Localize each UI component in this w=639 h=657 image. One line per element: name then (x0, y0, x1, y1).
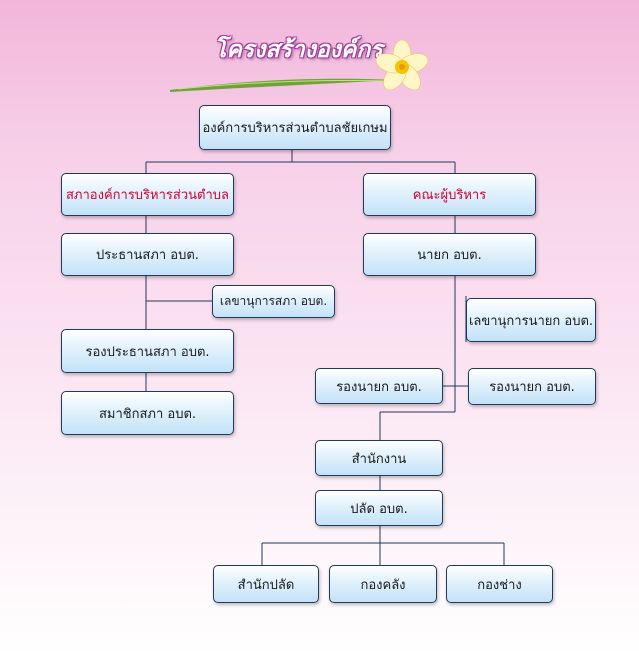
node-deputy-mayor-1: รองนายก อบต. (315, 368, 443, 404)
node-mayor: นายก อบต. (363, 233, 536, 276)
node-finance-division: กองคลัง (329, 565, 437, 603)
node-executive: คณะผู้บริหาร (363, 173, 536, 216)
node-engineering-division: กองช่าง (446, 565, 553, 603)
node-office: สำนักงาน (315, 440, 443, 476)
node-council-member: สมาชิกสภา อบต. (61, 391, 234, 435)
leaf-stroke-decoration (170, 78, 396, 92)
node-root: องค์การบริหารส่วนตำบลชัยเกษม (199, 105, 391, 150)
node-council-secretary: เลขานุการสภา อบต. (212, 285, 335, 318)
node-chief-office: สำนักปลัด (213, 565, 319, 603)
node-chief-officer: ปลัด อบต. (315, 490, 443, 526)
node-council-president: ประธานสภา อบต. (61, 233, 234, 276)
node-council: สภาองค์การบริหารส่วนตำบล (61, 173, 234, 216)
node-vice-council-president: รองประธานสภา อบต. (61, 329, 234, 373)
frangipani-flower-icon (375, 40, 429, 91)
node-deputy-mayor-2: รองนายก อบต. (468, 368, 596, 405)
node-mayor-secretary: เลขานุการนายก อบต. (466, 298, 596, 342)
page-header: โครงสร้างองค์กร (168, 18, 438, 92)
page-title: โครงสร้างองค์กร (214, 36, 383, 63)
